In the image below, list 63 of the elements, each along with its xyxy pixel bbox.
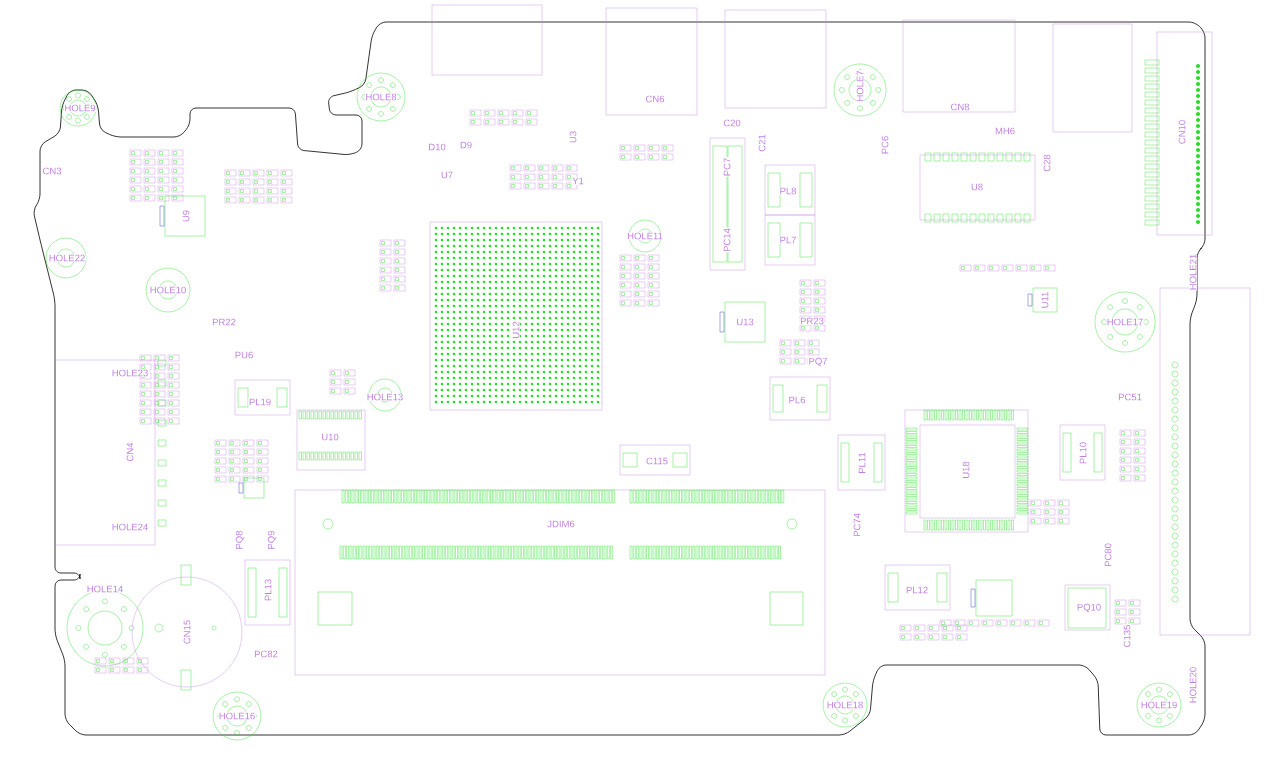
part-label: HOLE11 bbox=[626, 232, 664, 240]
part-label: HOLE14 bbox=[86, 585, 124, 593]
part-label: PC7 bbox=[723, 157, 731, 177]
part-label: PL19 bbox=[248, 398, 272, 406]
part-label: HOLE8 bbox=[364, 93, 398, 101]
part-label: PC74 bbox=[853, 512, 861, 538]
part-label: CN3 bbox=[42, 167, 62, 175]
part-label: PQ7 bbox=[808, 357, 828, 367]
part-label: Y1 bbox=[571, 177, 585, 185]
part-label: HOLE21 bbox=[1189, 253, 1197, 291]
part-label: U9 bbox=[182, 209, 190, 223]
part-label: CN10 bbox=[1178, 119, 1186, 145]
part-label: C28 bbox=[1043, 153, 1051, 173]
part-label: PC51 bbox=[1117, 393, 1143, 401]
part-label: CN8 bbox=[950, 103, 970, 111]
part-label: C21 bbox=[758, 133, 766, 153]
part-label: HOLE13 bbox=[366, 393, 404, 401]
part-label: PL12 bbox=[905, 586, 929, 594]
part-label: PL7 bbox=[779, 236, 797, 244]
part-label: MH6 bbox=[994, 127, 1016, 135]
part-label: PL13 bbox=[264, 578, 272, 602]
part-label: U7 bbox=[440, 171, 454, 179]
part-label: PL6 bbox=[788, 396, 806, 404]
part-label: HOLE10 bbox=[149, 286, 187, 294]
part-label: HOLE24 bbox=[111, 523, 149, 531]
part-label: PC82 bbox=[253, 650, 279, 658]
part-label: PC14 bbox=[723, 227, 731, 253]
part-label: PL8 bbox=[779, 187, 797, 195]
part-label: PQ10 bbox=[1076, 603, 1102, 613]
part-label: U3 bbox=[569, 130, 577, 144]
part-label: PL10 bbox=[1079, 441, 1087, 465]
part-label: HOLE16 bbox=[218, 712, 256, 720]
part-label: D10 bbox=[427, 143, 447, 151]
part-label: CN4 bbox=[126, 442, 134, 462]
part-label: CN15 bbox=[183, 619, 191, 645]
part-label: PL11 bbox=[858, 451, 866, 475]
part-label: HOLE19 bbox=[1140, 701, 1178, 709]
part-label: U8 bbox=[970, 183, 984, 191]
part-label: HOLE23 bbox=[111, 369, 149, 377]
part-label: C135 bbox=[1123, 624, 1131, 648]
part-label: U13 bbox=[735, 318, 755, 326]
part-label: PQ9 bbox=[267, 530, 277, 550]
part-label: PU6 bbox=[234, 351, 254, 359]
part-label: HOLE20 bbox=[1189, 666, 1197, 704]
part-label: HOLE17 bbox=[1106, 318, 1144, 326]
part-label: HOLE22 bbox=[48, 254, 86, 262]
part-label: U10 bbox=[320, 433, 340, 441]
part-label: CN6 bbox=[645, 95, 665, 103]
part-label: PC80 bbox=[1104, 542, 1112, 568]
part-label: JDIM6 bbox=[546, 520, 576, 528]
part-label: PQ8 bbox=[235, 530, 245, 550]
part-label: HOLE7 bbox=[856, 69, 864, 103]
part-label: U11 bbox=[1041, 291, 1049, 309]
part-label: PC6 bbox=[881, 135, 889, 155]
part-label: C115 bbox=[645, 457, 669, 465]
part-label: PR23 bbox=[799, 317, 825, 325]
part-label: D9 bbox=[459, 141, 473, 149]
part-label: HOLE18 bbox=[826, 701, 864, 709]
part-label: PR22 bbox=[211, 318, 237, 326]
part-label: U18 bbox=[962, 460, 970, 480]
part-label: C20 bbox=[722, 119, 742, 127]
part-label: HOLE9 bbox=[63, 104, 97, 112]
part-label: U12 bbox=[512, 320, 520, 340]
